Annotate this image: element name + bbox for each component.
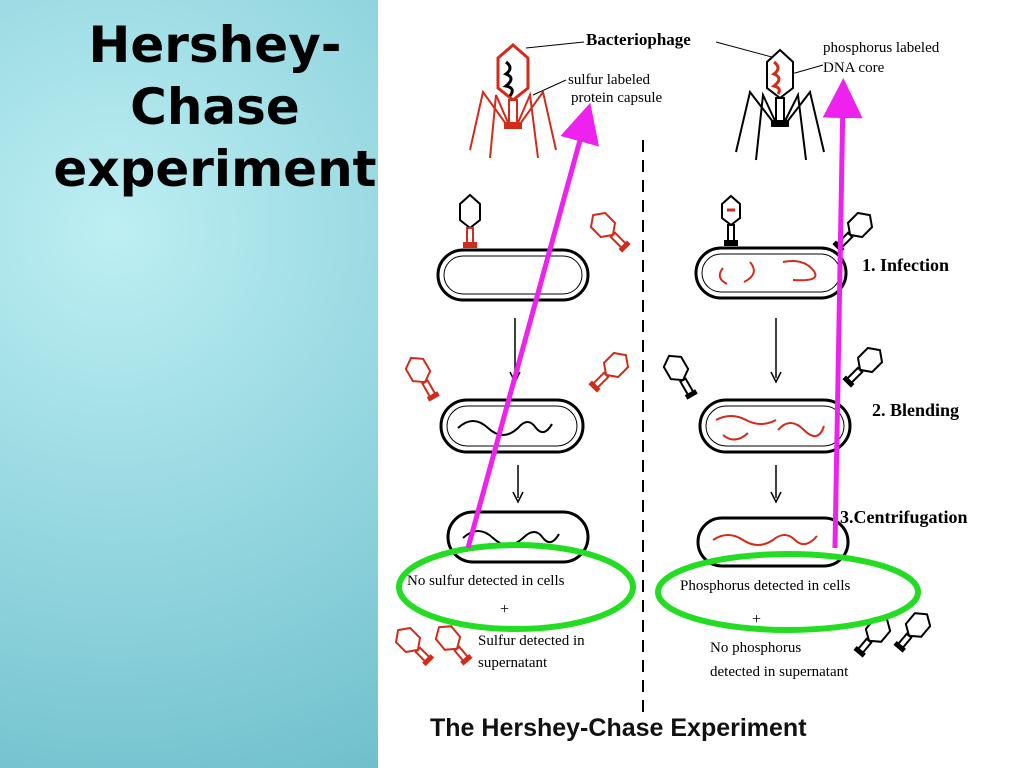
label-dna-core: DNA core	[823, 60, 885, 76]
label-sulfur-supernatant-2: supernatant	[478, 655, 548, 671]
label-plus-right: +	[752, 611, 762, 628]
label-plus-left: +	[500, 601, 510, 618]
label-sulfur-labeled: sulfur labeled	[568, 72, 651, 88]
label-sulfur-supernatant-1: Sulfur detected in	[478, 633, 585, 649]
label-phosphorus-labeled: phosphorus labeled	[823, 40, 940, 56]
left-cell-blending	[404, 351, 630, 454]
left-cell-infection	[436, 193, 631, 302]
left-supernatant-phages	[394, 625, 473, 667]
label-phosphorus-cells: Phosphorus detected in cells	[680, 578, 851, 594]
label-no-phosphorus-1: No phosphorus	[710, 640, 802, 656]
magenta-arrow-right	[822, 78, 863, 549]
green-ellipse-right	[655, 551, 921, 633]
step-infection: 1. Infection	[862, 255, 949, 275]
title-line-3: experiment	[53, 140, 377, 198]
label-no-sulfur-cells: No sulfur detected in cells	[407, 573, 565, 589]
title-line-1: Hershey-	[88, 16, 342, 74]
label-no-phosphorus-2: detected in supernatant	[710, 664, 849, 680]
step-centrifugation: 3.Centrifugation	[840, 507, 968, 527]
phosphorus-labeled-phage	[735, 48, 825, 161]
label-protein-capsule: protein capsule	[571, 90, 663, 106]
right-cell-infection	[694, 194, 874, 300]
diagram-caption: The Hershey-Chase Experiment	[430, 714, 807, 742]
slide-title: Hershey- Chase experiment	[0, 14, 430, 200]
magenta-arrow-left	[465, 102, 599, 549]
right-supernatant-phages	[853, 612, 932, 658]
green-ellipse-left	[396, 542, 636, 632]
sulfur-labeled-phage	[469, 43, 557, 159]
hershey-chase-diagram: Bacteriophage sulfur labeled protein cap…	[378, 0, 1024, 768]
step-blending: 2. Blending	[872, 400, 960, 420]
water-droplet-background	[0, 0, 378, 768]
label-bacteriophage: Bacteriophage	[586, 30, 691, 49]
diagram-graphic	[394, 41, 932, 715]
right-cell-blending	[662, 346, 884, 454]
title-line-2: Chase	[130, 78, 300, 136]
